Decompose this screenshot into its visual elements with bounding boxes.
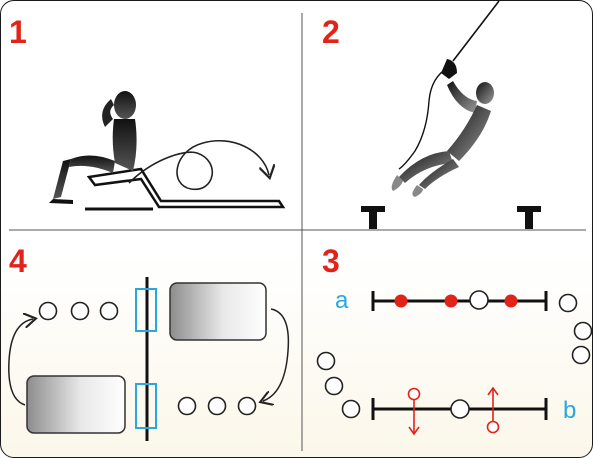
panel-3-label: 3 <box>322 243 340 279</box>
player-dot <box>444 294 458 308</box>
trajectory-arrow <box>128 139 269 190</box>
circle-token <box>38 301 257 416</box>
drill-diagram <box>316 290 592 436</box>
panel-2-label: 2 <box>322 14 340 50</box>
rope-climber <box>391 1 500 197</box>
marker-b: b <box>563 397 577 424</box>
rest-box <box>169 282 267 341</box>
circle-token <box>469 290 489 310</box>
circle-token <box>316 293 592 419</box>
player-move-down <box>407 387 421 436</box>
marker-a: a <box>335 287 349 314</box>
panel-4-label: 4 <box>9 243 27 279</box>
circuit-diagram <box>8 277 290 441</box>
sit-up-figure <box>49 91 286 211</box>
bench-marker <box>361 206 541 229</box>
player-dot <box>394 294 408 308</box>
circle-token <box>450 399 470 419</box>
rest-box <box>26 375 126 434</box>
player-dot <box>504 294 518 308</box>
panel-1-label: 1 <box>9 14 27 50</box>
player-move-up <box>486 386 500 434</box>
